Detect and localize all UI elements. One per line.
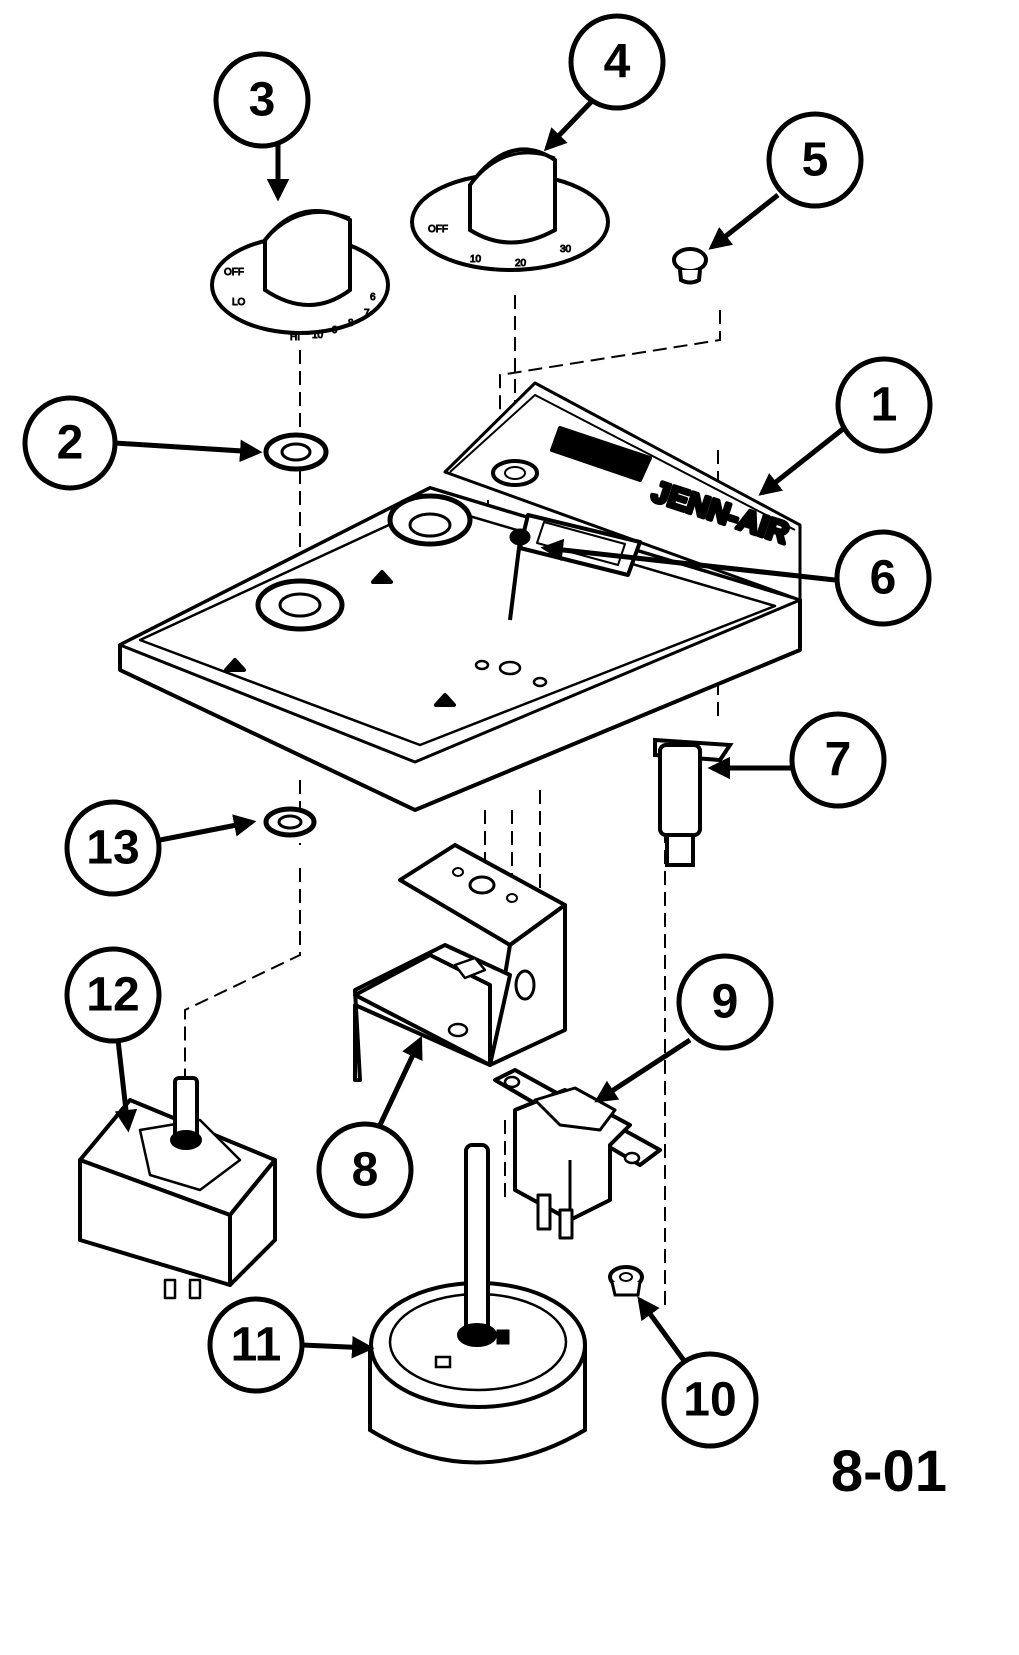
callout-3-label: 3 (249, 74, 276, 127)
infinite-switch-part-12 (78, 1076, 277, 1300)
callout-7: 7 (707, 711, 887, 809)
callout-9: 9 (594, 953, 774, 1103)
callout-9-label: 9 (712, 976, 739, 1029)
callout-13-label: 13 (86, 822, 139, 875)
callout-10-label: 10 (683, 1374, 736, 1427)
dial-mark-8: 8 (348, 318, 354, 329)
callout-12: 12 (64, 946, 162, 1133)
mounting-bracket-part-8 (353, 843, 567, 1082)
button-cap-part-5 (672, 247, 708, 285)
dial-mark-20-large: 20 (515, 258, 527, 269)
callout-6-label: 6 (870, 552, 897, 605)
callout-6: 6 (540, 529, 932, 627)
dial-mark-7: 7 (364, 308, 370, 319)
dial-mark-6: 6 (370, 292, 376, 303)
dial-mark-10: 10 (312, 330, 324, 341)
callout-5: 5 (708, 111, 864, 250)
callout-1-label: 1 (871, 379, 898, 432)
dial-mark-30-large: 30 (560, 244, 572, 255)
callout-10: 10 (637, 1296, 759, 1449)
surface-unit-knob-part-3: OFF HI 10 9 8 7 6 LO (210, 209, 390, 344)
control-panel-part-1: JENN-AIR (118, 381, 802, 812)
callout-5-label: 5 (802, 134, 829, 187)
dial-mark-off: OFF (224, 267, 244, 278)
callout-8: 8 (316, 1035, 423, 1219)
callout-4-label: 4 (604, 36, 631, 89)
dial-mark-hi: HI (290, 332, 300, 343)
dial-mark-lo: LO (232, 297, 246, 308)
callout-3: 3 (213, 51, 311, 202)
grommet-part-2 (263, 432, 329, 472)
callout-11-label: 11 (231, 1319, 282, 1372)
rocker-switch-part-9 (493, 1068, 662, 1240)
figure-number: 8-01 (830, 1439, 947, 1504)
dial-mark-9: 9 (332, 325, 338, 336)
screw-part-6 (508, 528, 531, 621)
timer-motor-part-11 (368, 1143, 587, 1465)
timer-knob-part-4: OFF 10 20 30 (410, 147, 610, 272)
callout-2: 2 (22, 395, 263, 491)
callout-8-label: 8 (352, 1144, 379, 1197)
dial-mark-10-large: 10 (470, 254, 482, 265)
callout-13: 13 (64, 799, 257, 897)
washer-part-13 (263, 806, 317, 838)
callout-2-label: 2 (57, 417, 84, 470)
callout-4: 4 (543, 13, 666, 152)
indicator-light-part-7 (653, 737, 734, 867)
nut-part-10 (608, 1265, 644, 1297)
dial-mark-off-large: OFF (428, 224, 448, 235)
callout-11: 11 (207, 1296, 375, 1394)
callout-7-label: 7 (825, 734, 852, 787)
callout-12-label: 12 (86, 969, 139, 1022)
callout-1: 1 (758, 356, 933, 496)
